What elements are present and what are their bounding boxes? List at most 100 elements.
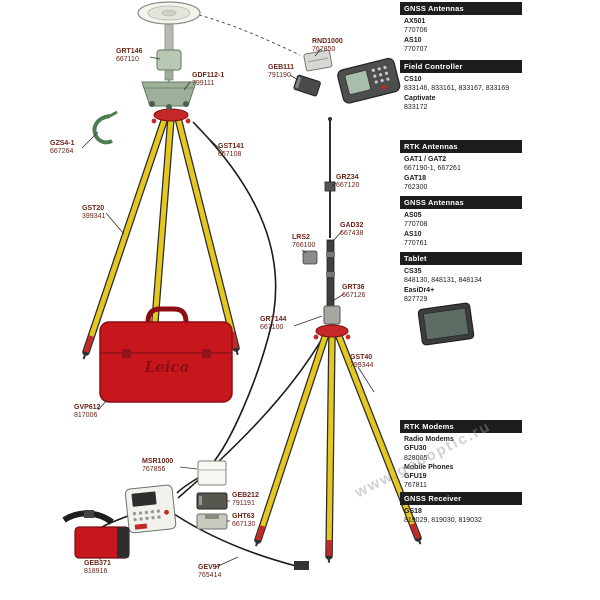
callout-header: GNSS Antennas — [400, 196, 522, 210]
part-number: 667438 — [340, 230, 364, 238]
callout-line: CS35 — [404, 268, 422, 276]
callout-body: AX501 770706 AS10 770707 — [400, 15, 522, 54]
callout-tablet: Tablet CS35 848130, 848131, 848134 EasiD… — [400, 252, 522, 304]
callout-line: GAT18 — [404, 174, 427, 182]
part-number: 667126 — [342, 292, 366, 300]
part-name: GAD32 — [340, 222, 364, 229]
part-name: GEB371 — [84, 560, 111, 567]
tripod-head — [153, 108, 189, 122]
antenna-pole — [302, 117, 341, 325]
callout-header: RTK Antennas — [400, 140, 522, 154]
callout-line: Mobile Phones — [404, 463, 454, 471]
callout-gnss-antennas-2: GNSS Antennas AS05 770708 AS10 770761 — [400, 196, 522, 248]
callout-line: 819029, 819030, 819032 — [404, 517, 482, 525]
usb-module — [303, 49, 333, 72]
callout-gnss-receiver: GNSS Receiver GS18 819029, 819030, 81903… — [400, 492, 522, 526]
callout-header: Field Controller — [400, 60, 522, 74]
callout-line: 770706 — [404, 27, 428, 35]
part-number: 667100 — [260, 324, 284, 332]
callout-line: CS10 — [404, 76, 422, 84]
strap — [62, 510, 114, 525]
callout-header: Tablet — [400, 252, 522, 266]
leica-logo: Leica — [144, 358, 190, 376]
callout-header: RTK Modems — [400, 420, 522, 434]
callout-body: CS35 848130, 848131, 848134 EasiDr4+ 827… — [400, 265, 522, 304]
part-number: 799344 — [350, 362, 374, 370]
part-name: MSR1000 — [142, 458, 174, 465]
pole-connector — [324, 181, 336, 192]
callout-line: 770707 — [404, 45, 428, 53]
part-number: 791191 — [232, 500, 255, 508]
part-number: 799111 — [192, 80, 215, 88]
rod-clip — [302, 250, 318, 265]
part-number: 817006 — [74, 412, 98, 420]
part-number: 667130 — [232, 521, 256, 529]
part-name: GST141 — [218, 143, 245, 150]
clamp-ght63 — [196, 513, 228, 530]
callout-body: GAT1 / GAT2 667190-1, 667261 GAT18 76230… — [400, 153, 522, 192]
callout-line: AS05 — [404, 212, 422, 220]
callout-gnss-antennas-1: GNSS Antennas AX501 770706 AS10 770707 — [400, 2, 522, 54]
part-name: GST20 — [82, 205, 105, 212]
callout-header: GNSS Antennas — [400, 2, 522, 16]
part-name: GST40 — [350, 354, 373, 361]
part-name: GEV97 — [198, 564, 221, 571]
part-name: GRZ34 — [336, 174, 359, 181]
cable-connector — [294, 561, 309, 570]
callout-body: AS05 770708 AS10 770761 — [400, 209, 522, 248]
part-number: 767850 — [312, 46, 336, 54]
battery-geb111 — [293, 74, 321, 97]
field-controller-device — [337, 57, 401, 104]
battery-geb212 — [196, 492, 228, 510]
carrying-case — [99, 306, 233, 403]
callout-rtk-modems: RTK Modems Radio Modems GFU30 828005 Mob… — [400, 420, 522, 491]
callout-line: 770761 — [404, 239, 428, 247]
cable-long — [192, 121, 277, 465]
part-name: LRS2 — [292, 234, 310, 241]
power-supply-box — [197, 460, 227, 486]
callout-line: 833146, 833161, 833167, 833169 — [404, 85, 510, 93]
callout-rtk-antennas: RTK Antennas GAT1 / GAT2 667190-1, 66726… — [400, 140, 522, 192]
part-name: RND1000 — [312, 38, 343, 45]
rod-carrier — [323, 305, 341, 325]
callout-line: 828005 — [404, 454, 428, 462]
part-number: 667108 — [218, 151, 242, 159]
part-name: GEB111 — [268, 64, 295, 71]
part-name: GVP612 — [74, 404, 101, 411]
callout-line: 667190-1, 667261 — [404, 165, 461, 173]
leader-lines — [81, 48, 375, 568]
part-number: 767856 — [142, 466, 166, 474]
callout-line: EasiDr4+ — [404, 286, 435, 294]
callout-line: 827729 — [404, 295, 428, 303]
part-number: 791190 — [268, 72, 291, 80]
callout-line: 767811 — [404, 482, 427, 490]
callout-line: GFU19 — [404, 473, 427, 481]
callout-body: GS18 819029, 819030, 819032 — [400, 505, 522, 525]
part-number: 818916 — [84, 568, 108, 576]
antenna-carrier — [156, 49, 182, 81]
callout-line: 762300 — [404, 183, 428, 191]
part-number: 765414 — [198, 572, 222, 580]
tripod-head — [315, 324, 349, 338]
part-number: 667264 — [50, 148, 74, 156]
callout-line: GS18 — [404, 508, 422, 516]
right-tripod — [254, 324, 422, 563]
part-name: GRT144 — [260, 316, 287, 323]
callout-line: AX501 — [404, 18, 426, 26]
part-name: GRT36 — [342, 284, 365, 291]
